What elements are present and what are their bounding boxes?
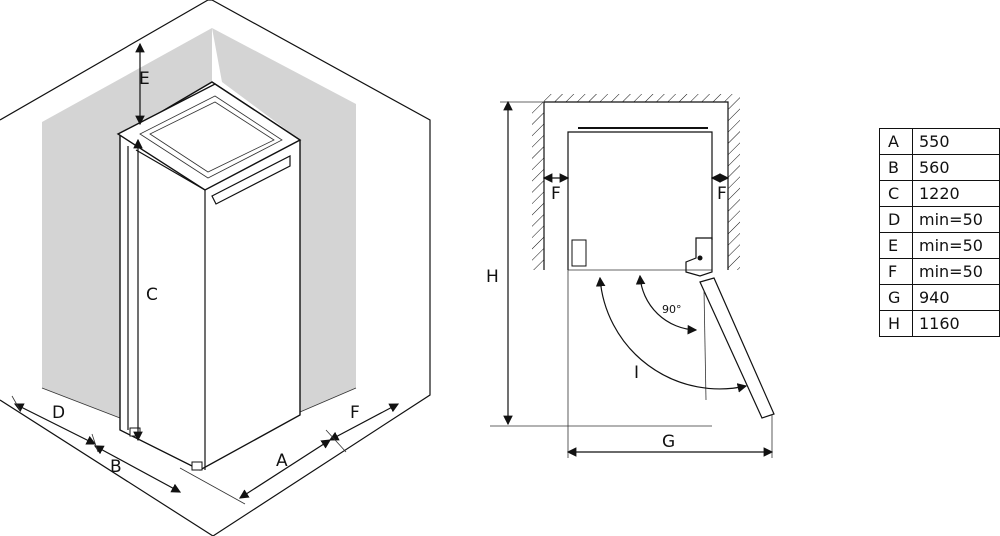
row-value: 1160 [912, 310, 1000, 337]
label-a: A [276, 451, 288, 471]
fridge-body [116, 81, 302, 471]
wall-top-hatch [544, 94, 740, 102]
dim-line-f [328, 403, 400, 441]
label-h: H [486, 267, 499, 287]
dim-line-d [13, 403, 97, 445]
wall-right-hatch [728, 102, 740, 270]
floor-line [41, 387, 121, 419]
label-b: B [110, 457, 122, 477]
right-wall-shade [212, 28, 356, 412]
label-e: E [139, 69, 150, 89]
label-c: C [146, 285, 158, 305]
room-outline [0, 0, 431, 536]
label-i: I [634, 363, 639, 383]
dim-line-b [93, 445, 182, 493]
wall-left-hatch [532, 102, 544, 270]
open-door [699, 277, 775, 419]
row-value: min=50 [912, 206, 1000, 233]
label-angle: 90° [662, 303, 682, 316]
dim-line-a [238, 439, 332, 499]
row-key: H [879, 310, 913, 337]
label-g: G [662, 432, 675, 452]
row-key: F [879, 258, 913, 285]
row-value: 1220 [912, 180, 1000, 207]
label-f: F [350, 403, 360, 423]
row-key: B [879, 154, 913, 181]
left-wall-shade [42, 28, 212, 418]
row-key: D [879, 206, 913, 233]
row-value: min=50 [912, 232, 1000, 259]
row-value: 940 [912, 284, 1000, 311]
label-d: D [52, 403, 65, 423]
wall-outline [543, 101, 729, 270]
swing-arc [595, 276, 748, 393]
plan-view: H F F 90° I G [486, 94, 775, 458]
row-key: E [879, 232, 913, 259]
row-key: C [879, 180, 913, 207]
row-key: A [879, 128, 913, 155]
label-f-right: F [717, 184, 727, 204]
row-value: 550 [912, 128, 1000, 155]
row-value: 560 [912, 154, 1000, 181]
row-key: G [879, 284, 913, 311]
row-value: min=50 [912, 258, 1000, 285]
isometric-view: E C D B A F [0, 0, 431, 536]
label-f-left: F [551, 184, 561, 204]
fridge-plan [567, 131, 713, 270]
floor-line [299, 387, 357, 413]
